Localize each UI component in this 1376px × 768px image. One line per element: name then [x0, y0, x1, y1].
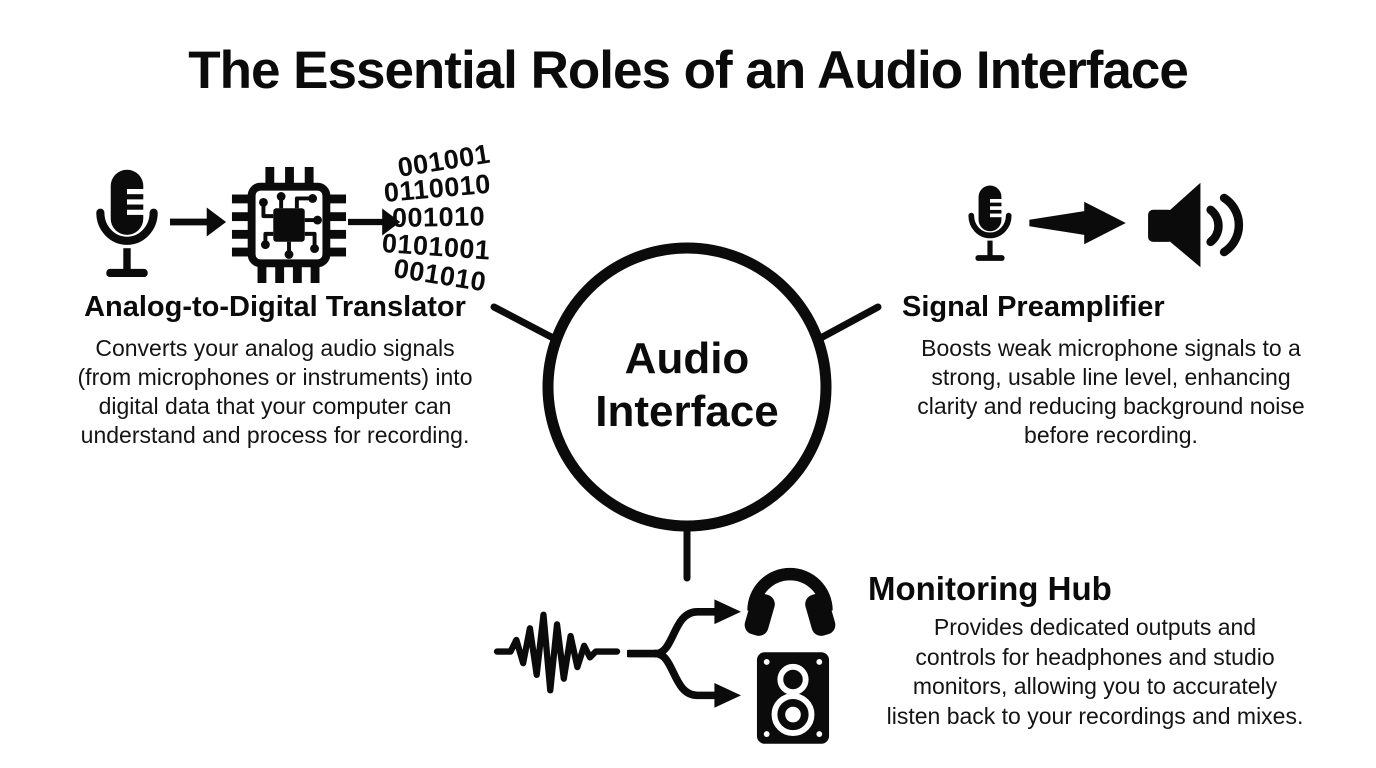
page-title: The Essential Roles of an Audio Interfac…: [188, 41, 1189, 100]
preamp-description-line: Boosts weak microphone signals to a: [921, 335, 1301, 361]
amplify-arrow-icon: [1029, 201, 1126, 245]
split-arrows-icon: [627, 599, 741, 708]
adc-description-line: understand and process for recording.: [80, 422, 470, 448]
processor-chip-icon: [231, 166, 347, 284]
preamp-heading: Signal Preamplifier: [902, 291, 1165, 323]
preamp-description-line: before recording.: [1024, 422, 1198, 448]
adc-description-line: digital data that your computer can: [98, 393, 452, 419]
preamp-description: Boosts weak microphone signals to a stro…: [888, 334, 1334, 450]
preamp-description-line: strong, usable line level, enhancing: [931, 364, 1291, 390]
monitoring-description-line: monitors, allowing you to accurately: [912, 673, 1278, 699]
center-node-line1: Audio: [624, 334, 750, 383]
connector-left-line: [490, 303, 561, 344]
monitoring-description-line: Provides dedicated outputs and: [933, 614, 1257, 640]
arrow-right-icon: [170, 207, 227, 237]
adc-heading: Analog-to-Digital Translator: [84, 291, 466, 323]
adc-description: Converts your analog audio signals (from…: [38, 334, 512, 450]
arrow-right-icon: [348, 208, 401, 236]
center-node-label: Audio Interface: [547, 332, 827, 438]
headphones-icon: [744, 567, 836, 636]
binary-row: 001010: [391, 201, 486, 233]
waveform-icon: [493, 611, 621, 694]
monitoring-description: Provides dedicated outputs and controls …: [855, 613, 1335, 731]
adc-description-line: Converts your analog audio signals: [95, 335, 455, 361]
studio-monitor-icon: [756, 652, 830, 744]
loudspeaker-icon: [1148, 182, 1244, 268]
connector-right-line: [813, 303, 882, 344]
adc-description-line: (from microphones or instruments) into: [77, 364, 473, 390]
microphone-icon: [96, 169, 158, 278]
binary-data-icon: 001001 0110010 001010 0101001 001010: [381, 139, 522, 298]
center-circle: [542, 242, 832, 532]
monitoring-description-line: controls for headphones and studio: [915, 643, 1275, 670]
microphone-icon: [968, 185, 1012, 261]
monitoring-heading: Monitoring Hub: [868, 570, 1112, 607]
center-node-line2: Interface: [595, 387, 779, 436]
monitoring-description-line: listen back to your recordings and mixes…: [886, 702, 1304, 729]
preamp-description-line: clarity and reducing background noise: [917, 393, 1305, 419]
